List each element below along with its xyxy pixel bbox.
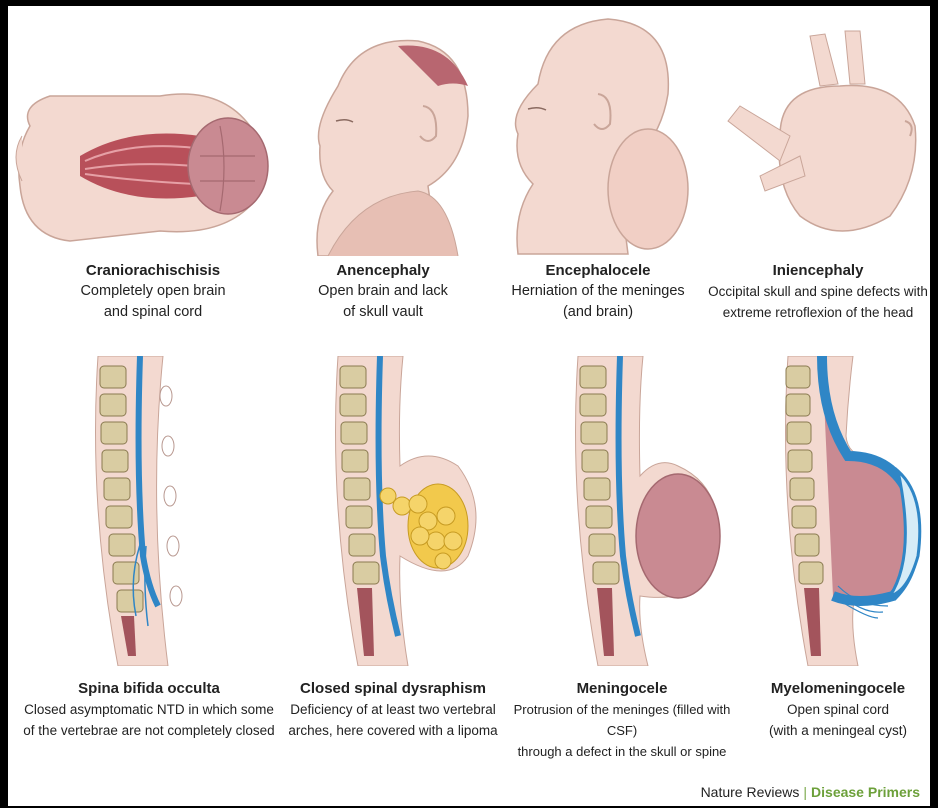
meningocele-illustration: [568, 356, 728, 666]
credit-separator: |: [803, 784, 807, 800]
caption-meningocele: Meningocele Protrusion of the meninges (…: [502, 678, 742, 762]
encephalocele-illustration: [498, 14, 698, 256]
caption-myelomeningocele: Myelomeningocele Open spinal cord (with …: [748, 678, 928, 741]
craniorachischisis-illustration: [10, 66, 280, 256]
source-credit: Nature Reviews|Disease Primers: [701, 784, 920, 800]
caption-line: Occipital skull and spine defects with: [706, 281, 930, 302]
caption-line: arches, here covered with a lipoma: [288, 720, 498, 741]
caption-title: Iniencephaly: [706, 260, 930, 281]
myelomeningocele-illustration: [778, 356, 928, 666]
caption-title: Encephalocele: [488, 260, 708, 281]
caption-encephalocele: Encephalocele Herniation of the meninges…: [488, 260, 708, 323]
caption-closed-spinal-dysraphism: Closed spinal dysraphism Deficiency of a…: [288, 678, 498, 741]
caption-line: Closed asymptomatic NTD in which some: [14, 699, 284, 720]
caption-anencephaly: Anencephaly Open brain and lack of skull…: [278, 260, 488, 323]
caption-line: extreme retroflexion of the head: [706, 302, 930, 323]
caption-line: Open brain and lack: [278, 281, 488, 302]
caption-line: of skull vault: [278, 302, 488, 323]
caption-iniencephaly: Iniencephaly Occipital skull and spine d…: [706, 260, 930, 323]
caption-title: Craniorachischisis: [38, 260, 268, 281]
caption-line: through a defect in the skull or spine: [502, 741, 742, 762]
closed-spinal-dysraphism-illustration: [328, 356, 498, 666]
caption-line: Herniation of the meninges: [488, 281, 708, 302]
caption-title: Meningocele: [502, 678, 742, 699]
caption-craniorachischisis: Craniorachischisis Completely open brain…: [38, 260, 268, 323]
caption-title: Myelomeningocele: [748, 678, 928, 699]
credit-journal: Nature Reviews: [701, 784, 800, 800]
iniencephaly-illustration: [720, 26, 930, 256]
caption-title: Spina bifida occulta: [14, 678, 284, 699]
caption-line: (with a meningeal cyst): [748, 720, 928, 741]
caption-line: Protrusion of the meninges (filled with …: [502, 699, 742, 741]
caption-spina-bifida-occulta: Spina bifida occulta Closed asymptomatic…: [14, 678, 284, 741]
caption-line: Deficiency of at least two vertebral: [288, 699, 498, 720]
credit-series: Disease Primers: [811, 784, 920, 800]
spina-bifida-occulta-illustration: [88, 356, 208, 666]
figure-panel: Craniorachischisis Completely open brain…: [8, 6, 930, 806]
caption-title: Closed spinal dysraphism: [288, 678, 498, 699]
caption-line: and spinal cord: [38, 302, 268, 323]
caption-line: Open spinal cord: [748, 699, 928, 720]
caption-line: Completely open brain: [38, 281, 268, 302]
caption-title: Anencephaly: [278, 260, 488, 281]
caption-line: (and brain): [488, 302, 708, 323]
caption-line: of the vertebrae are not completely clos…: [14, 720, 284, 741]
anencephaly-illustration: [298, 26, 498, 256]
